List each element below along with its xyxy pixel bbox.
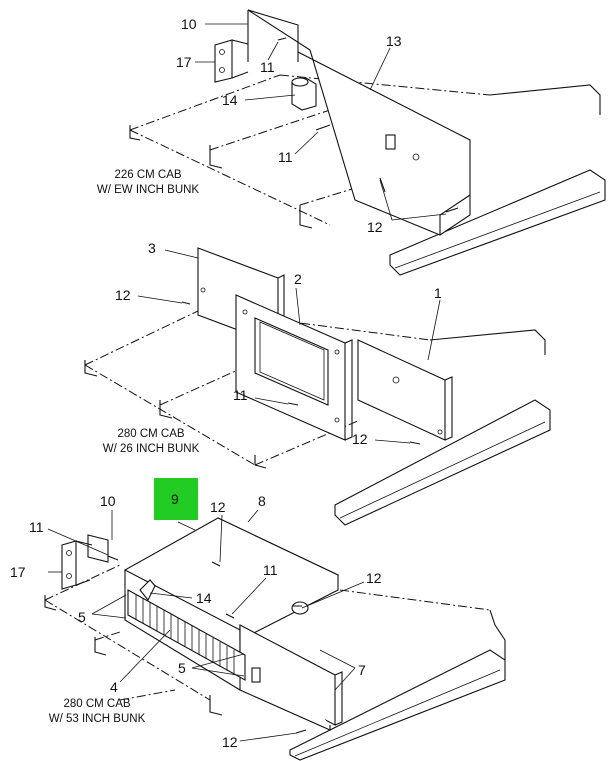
callout-11: 11 [260, 59, 275, 75]
callout-2: 2 [294, 271, 302, 287]
callout-11: 11 [278, 149, 293, 165]
callout-17: 17 [176, 54, 192, 70]
view-226cm-ew-bunk: 10 17 11 13 14 11 12 226 CM CAB W/ EW IN… [97, 9, 606, 276]
callout-11: 11 [29, 519, 44, 535]
callout-12: 12 [222, 734, 238, 750]
callout-5: 5 [178, 660, 186, 676]
callout-13: 13 [386, 33, 402, 49]
callout-12: 12 [366, 570, 382, 586]
callout-12: 12 [367, 219, 383, 235]
view-280cm-26in-bunk: 3 2 1 12 11 12 280 CM CAB W/ 26 INCH BUN… [84, 240, 551, 526]
callout-11: 11 [263, 562, 278, 578]
callout-10: 10 [100, 493, 116, 509]
callout-14: 14 [196, 590, 212, 606]
callout-12: 12 [352, 431, 368, 447]
callout-11: 11 [233, 387, 248, 403]
callout-12: 12 [210, 499, 226, 515]
callout-8: 8 [258, 493, 266, 509]
caption-line2: W/ 26 INCH BUNK [103, 443, 200, 455]
caption-line1: 226 CM CAB [114, 169, 181, 181]
callout-1: 1 [434, 285, 442, 301]
callout-4: 4 [110, 679, 118, 695]
callout-9[interactable]: 9 [171, 491, 179, 507]
callout-10: 10 [181, 16, 197, 32]
caption-line2: W/ 53 INCH BUNK [49, 713, 146, 725]
callout-17: 17 [10, 564, 26, 580]
callout-12: 12 [115, 287, 131, 303]
highlight-callout-9[interactable]: 9 [154, 478, 198, 520]
callout-7: 7 [358, 662, 366, 678]
callout-5: 5 [78, 609, 86, 625]
caption-line1: 280 CM CAB [63, 698, 130, 710]
callout-3: 3 [148, 240, 156, 256]
callout-14: 14 [222, 92, 238, 108]
caption-line1: 280 CM CAB [117, 428, 184, 440]
view-280cm-53in-bunk: 10 12 8 11 17 11 12 14 5 5 4 7 12 280 CM… [10, 493, 506, 761]
caption-line2: W/ EW INCH BUNK [97, 184, 200, 196]
highlight-box[interactable] [154, 478, 198, 520]
